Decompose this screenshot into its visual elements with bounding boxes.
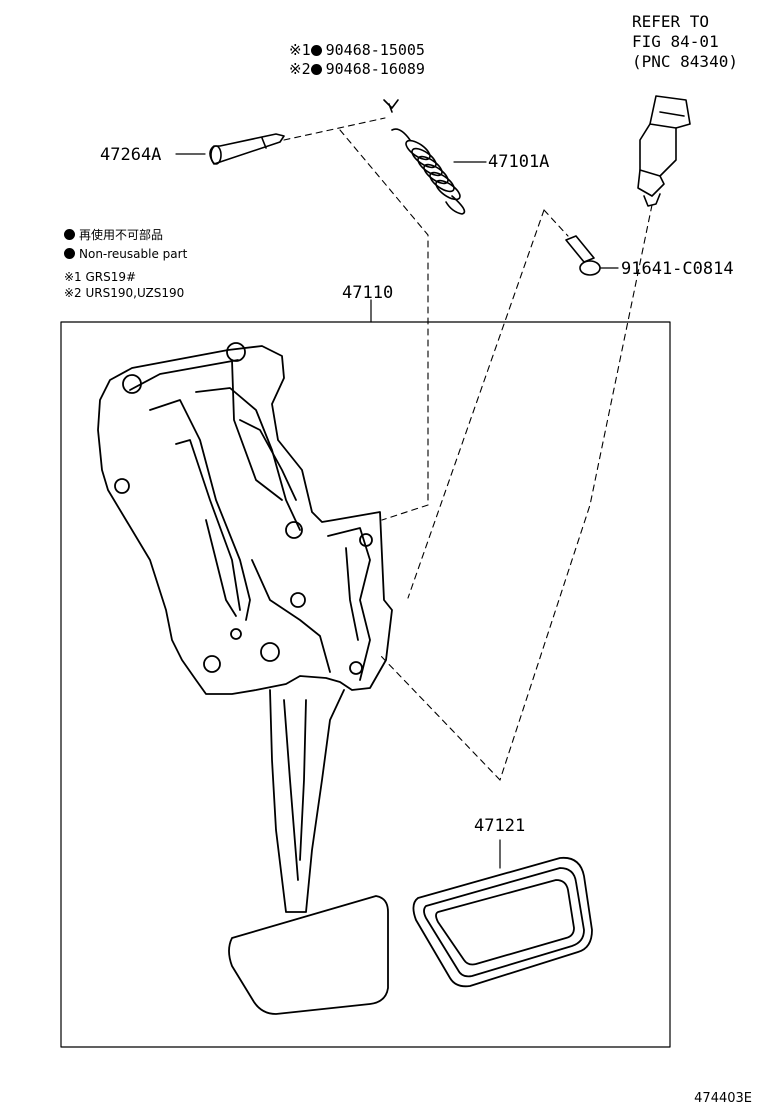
pin-part — [175, 133, 285, 165]
clip-part — [383, 99, 399, 113]
non-reusable-dot-icon — [64, 248, 75, 259]
reference-line-2: FIG 84-01 — [632, 32, 719, 51]
non-reusable-dot-icon — [310, 64, 322, 75]
legend-text-1: 再使用不可部品 — [79, 228, 164, 242]
legend-note-2: ※2 URS190,UZS190 — [64, 286, 185, 300]
legend-text-2: Non-reusable part — [79, 247, 188, 261]
legend-note-1: ※1 GRS19# — [64, 270, 137, 284]
label-pin: 47264A — [100, 145, 162, 165]
variant-part-2: 90468-16089 — [325, 60, 425, 78]
reference-note: REFER TO FIG 84-01 (PNC 84340) — [632, 12, 738, 72]
bolt-variant-1: ※1 90468-15005 — [289, 42, 425, 59]
variant-mark-1: ※1 — [289, 41, 311, 59]
non-reusable-dot-icon — [64, 229, 75, 240]
label-spring: 47101A — [488, 152, 550, 172]
dashed-leaders — [283, 117, 653, 781]
non-reusable-dot-icon — [310, 45, 322, 56]
bolt-variant-2: ※2 90468-16089 — [289, 61, 425, 78]
reference-line-1: REFER TO — [632, 12, 710, 31]
label-screw: 91641-C0814 — [621, 259, 734, 279]
pedal-bracket — [97, 342, 393, 695]
screw-part — [565, 235, 619, 276]
variant-mark-2: ※2 — [289, 60, 311, 78]
pedal-pad-installed — [228, 895, 389, 1015]
spring-part — [391, 128, 487, 215]
variant-part-1: 90468-15005 — [325, 41, 425, 59]
assembly-frame — [60, 321, 671, 1048]
pedal-lever — [269, 689, 345, 913]
legend-item-1: 再使用不可部品 — [64, 228, 163, 242]
label-assembly: 47110 — [342, 283, 394, 303]
legend-item-2: Non-reusable part — [64, 247, 187, 261]
stop-lamp-switch — [637, 95, 691, 207]
reference-line-3: (PNC 84340) — [632, 52, 738, 71]
figure-id: 474403E — [694, 1091, 752, 1106]
label-pad: 47121 — [474, 816, 526, 836]
pedal-pad-47121 — [412, 839, 593, 988]
